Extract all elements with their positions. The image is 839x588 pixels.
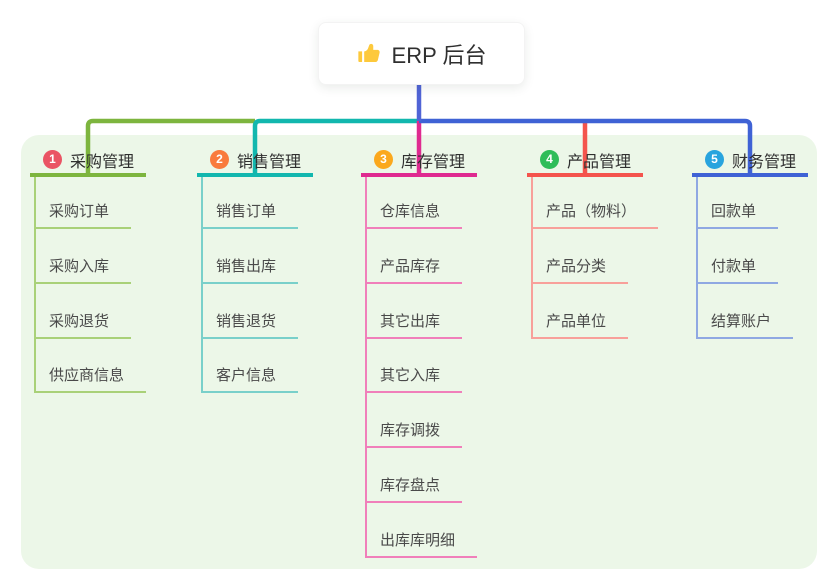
child-node-label: 其它入库 xyxy=(367,364,463,394)
child-node-label: 采购订单 xyxy=(36,200,132,229)
child-node[interactable]: 采购退货 xyxy=(36,284,146,339)
child-node-label: 库存盘点 xyxy=(367,474,463,503)
branch-title[interactable]: 4 产品管理 xyxy=(527,146,643,177)
branch-children: 回款单付款单结算账户 xyxy=(696,177,808,339)
child-node-label: 产品分类 xyxy=(533,255,629,284)
child-node[interactable]: 出库库明细 xyxy=(367,503,478,558)
branch-product: 4 产品管理 产品（物料） 产品分类产品单位 xyxy=(527,146,659,339)
branch-label: 采购管理 xyxy=(70,153,135,171)
branch-badge: 3 xyxy=(374,150,393,169)
child-node[interactable]: 其它入库 xyxy=(367,339,477,394)
child-node[interactable]: 采购订单 xyxy=(36,177,146,229)
branch-finance: 5 财务管理 回款单付款单结算账户 xyxy=(692,146,808,339)
branch-children: 产品（物料） 产品分类产品单位 xyxy=(531,177,659,339)
child-node-label: 结算账户 xyxy=(698,310,794,339)
child-node-label: 产品（物料） xyxy=(533,200,659,229)
branch-title[interactable]: 5 财务管理 xyxy=(692,146,808,177)
branch-title[interactable]: 2 销售管理 xyxy=(197,146,313,177)
child-node[interactable]: 销售退货 xyxy=(203,284,313,339)
child-node[interactable]: 销售出库 xyxy=(203,229,313,284)
child-node[interactable]: 产品分类 xyxy=(533,229,643,284)
branches-panel xyxy=(21,135,817,569)
child-node[interactable]: 采购入库 xyxy=(36,229,146,284)
branch-inventory: 3 库存管理 仓库信息产品库存其它出库其它入库库存调拨库存盘点出库库明细 xyxy=(361,146,478,558)
child-node[interactable]: 产品库存 xyxy=(367,229,477,284)
branch-purchase: 1 采购管理 采购订单采购入库采购退货供应商信息 xyxy=(30,146,147,394)
child-node-label: 库存调拨 xyxy=(367,419,463,449)
child-node[interactable]: 付款单 xyxy=(698,229,808,284)
child-node[interactable]: 其它出库 xyxy=(367,284,477,339)
child-node-label: 采购入库 xyxy=(36,255,132,284)
child-node-label: 回款单 xyxy=(698,200,779,229)
child-node-label: 产品单位 xyxy=(533,310,629,339)
child-node-label: 仓库信息 xyxy=(367,200,463,229)
child-node-label: 客户信息 xyxy=(203,364,299,394)
child-node[interactable]: 回款单 xyxy=(698,177,808,229)
thumbs-up-icon xyxy=(357,43,380,63)
branch-children: 销售订单销售出库销售退货客户信息 xyxy=(201,177,313,394)
branch-badge: 5 xyxy=(705,150,724,169)
branch-badge: 1 xyxy=(43,150,62,169)
child-node-label: 供应商信息 xyxy=(36,364,147,394)
root-title: ERP 后台 xyxy=(391,42,487,68)
branch-children: 仓库信息产品库存其它出库其它入库库存调拨库存盘点出库库明细 xyxy=(365,177,478,558)
branch-sales: 2 销售管理 销售订单销售出库销售退货客户信息 xyxy=(197,146,313,394)
child-node-label: 付款单 xyxy=(698,255,779,284)
branch-title[interactable]: 1 采购管理 xyxy=(30,146,146,177)
branch-label: 财务管理 xyxy=(732,153,797,171)
child-node-label: 采购退货 xyxy=(36,310,132,339)
child-node[interactable]: 销售订单 xyxy=(203,177,313,229)
child-node[interactable]: 产品（物料） xyxy=(533,177,659,229)
child-node[interactable]: 库存调拨 xyxy=(367,393,477,449)
branch-label: 产品管理 xyxy=(567,153,632,171)
branch-title[interactable]: 3 库存管理 xyxy=(361,146,477,177)
root-node[interactable]: ERP 后台 xyxy=(318,22,525,85)
branch-badge: 4 xyxy=(540,150,559,169)
child-node-label: 销售订单 xyxy=(203,200,299,229)
child-node-label: 产品库存 xyxy=(367,255,463,284)
child-node-label: 出库库明细 xyxy=(367,529,478,558)
branch-label: 库存管理 xyxy=(401,153,466,171)
child-node-label: 其它出库 xyxy=(367,310,463,339)
branch-badge: 2 xyxy=(210,150,229,169)
child-node[interactable]: 仓库信息 xyxy=(367,177,477,229)
child-node[interactable]: 产品单位 xyxy=(533,284,643,339)
branch-children: 采购订单采购入库采购退货供应商信息 xyxy=(34,177,147,394)
child-node-label: 销售退货 xyxy=(203,310,299,339)
child-node[interactable]: 库存盘点 xyxy=(367,448,477,503)
child-node[interactable]: 结算账户 xyxy=(698,284,808,339)
child-node[interactable]: 供应商信息 xyxy=(36,339,147,394)
child-node-label: 销售出库 xyxy=(203,255,299,284)
branch-label: 销售管理 xyxy=(237,153,302,171)
child-node[interactable]: 客户信息 xyxy=(203,339,313,394)
